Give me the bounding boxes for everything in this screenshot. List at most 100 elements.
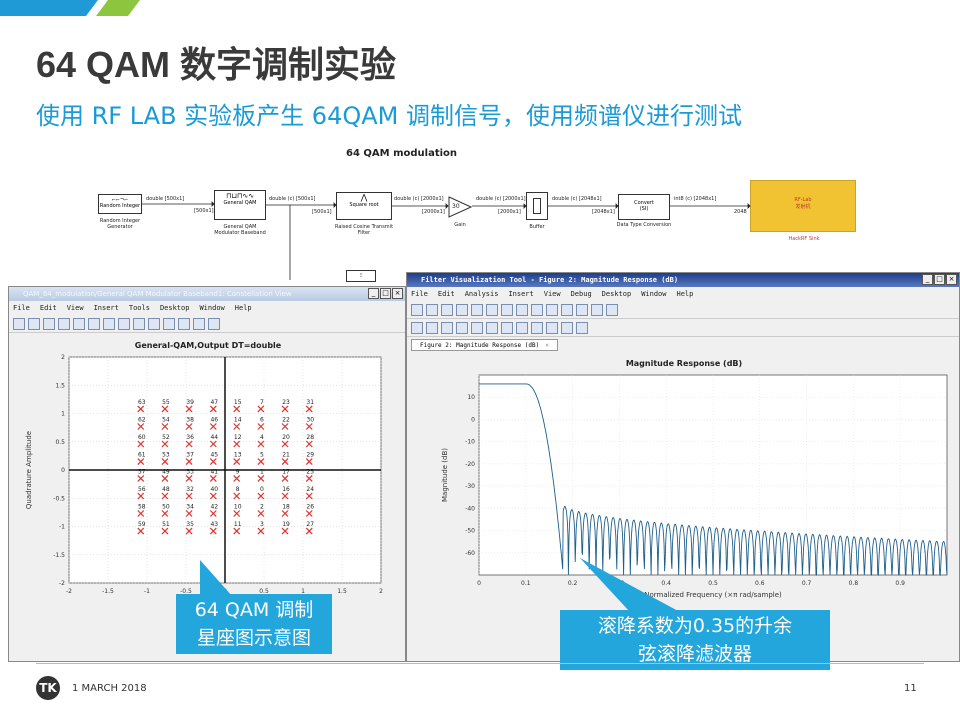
pole-zero-icon[interactable]: [516, 321, 528, 334]
save-icon[interactable]: [43, 317, 55, 330]
menu-tools[interactable]: Tools: [128, 304, 150, 312]
y-tick-label: 0: [471, 416, 475, 423]
gain-block[interactable]: [448, 196, 472, 218]
magnitude-icon[interactable]: [411, 321, 423, 334]
zoom-x-icon[interactable]: [546, 303, 558, 316]
constellation-point-label: 16: [282, 486, 290, 493]
magnitude-estimate-icon[interactable]: [576, 321, 588, 334]
maximize-button[interactable]: □: [380, 288, 391, 299]
filter-toolbar-2: [407, 319, 959, 337]
grid-icon[interactable]: [591, 303, 603, 316]
filter-tab-label: Figure 2: Magnitude Response (dB): [420, 342, 540, 349]
text-icon[interactable]: [486, 303, 498, 316]
y-tick-label: 1.5: [55, 382, 65, 389]
impulse-icon[interactable]: [486, 321, 498, 334]
new-icon[interactable]: [411, 303, 423, 316]
constellation-point-label: 15: [234, 399, 242, 406]
constellation-point-label: 47: [210, 399, 218, 406]
menu-analysis[interactable]: Analysis: [464, 290, 499, 298]
menu-window[interactable]: Window: [641, 290, 667, 298]
pan-icon[interactable]: [118, 317, 130, 330]
constellation-point: [161, 475, 169, 482]
pointer-icon[interactable]: [73, 317, 85, 330]
rectangle-icon[interactable]: [471, 303, 483, 316]
brush-icon[interactable]: [163, 317, 175, 330]
filter-tab[interactable]: Figure 2: Magnitude Response (dB) ×: [411, 339, 558, 351]
y-tick-label: -2: [59, 580, 65, 587]
constellation-point: [281, 510, 289, 517]
menu-window[interactable]: Window: [199, 304, 225, 312]
random-integer-block[interactable]: ⌐⌐¬⌐ Random Integer: [98, 194, 142, 214]
menu-view[interactable]: View: [66, 304, 84, 312]
signal-label-1b: [500x1]: [194, 208, 214, 214]
rotate-icon[interactable]: [133, 317, 145, 330]
zoom-out-icon[interactable]: [103, 317, 115, 330]
info-icon[interactable]: [546, 321, 558, 334]
menu-desktop[interactable]: Desktop: [601, 290, 632, 298]
legend-icon[interactable]: [606, 303, 618, 316]
zoom-y-icon[interactable]: [561, 303, 573, 316]
line-icon[interactable]: [516, 303, 528, 316]
new-icon[interactable]: [13, 317, 25, 330]
full-view-icon[interactable]: [576, 303, 588, 316]
legend-icon[interactable]: [208, 317, 220, 330]
constellation-point: [209, 458, 217, 465]
y-tick-label: 10: [467, 394, 475, 401]
constellation-point-label: 12: [234, 434, 242, 441]
top-accent-bar: [0, 0, 140, 16]
menu-edit[interactable]: Edit: [39, 304, 57, 312]
constellation-point-label: 13: [234, 452, 242, 459]
constellation-point: [233, 423, 241, 430]
menu-edit[interactable]: Edit: [437, 290, 455, 298]
x-tick-label: -1.5: [102, 588, 114, 595]
constellation-point: [233, 510, 241, 517]
print-icon[interactable]: [58, 317, 70, 330]
minimize-button[interactable]: _: [922, 274, 933, 285]
menu-insert[interactable]: Insert: [93, 304, 119, 312]
constellation-point-label: 23: [282, 399, 290, 406]
zoom-in-icon[interactable]: [88, 317, 100, 330]
constellation-point: [137, 423, 145, 430]
close-button[interactable]: ×: [946, 274, 957, 285]
print-preview-icon[interactable]: [441, 303, 453, 316]
minimize-button[interactable]: _: [368, 288, 379, 299]
print-icon[interactable]: [426, 303, 438, 316]
scope-block[interactable]: ⫶⫶: [346, 270, 376, 282]
constellation-point: [281, 440, 289, 448]
close-tab-icon[interactable]: ×: [545, 342, 549, 349]
coefficients-icon[interactable]: [531, 321, 543, 334]
menu-view[interactable]: View: [543, 290, 561, 298]
zoom-in-icon[interactable]: [531, 303, 543, 316]
link-icon[interactable]: [178, 317, 190, 330]
round-off-icon[interactable]: [561, 321, 573, 334]
pointer-icon[interactable]: [456, 303, 468, 316]
constellation-point: [233, 440, 241, 448]
mag-phase-icon[interactable]: [441, 321, 453, 334]
raised-cosine-label: Square root: [349, 202, 379, 208]
convert-block[interactable]: Convert (SI): [618, 194, 670, 220]
phase-delay-icon[interactable]: [471, 321, 483, 334]
menu-desktop[interactable]: Desktop: [159, 304, 190, 312]
menu-debug[interactable]: Debug: [570, 290, 592, 298]
group-delay-icon[interactable]: [456, 321, 468, 334]
page-number: 11: [904, 683, 917, 694]
close-button[interactable]: ×: [392, 288, 403, 299]
menu-file[interactable]: File: [13, 304, 30, 312]
step-icon[interactable]: [501, 321, 513, 334]
general-qam-block[interactable]: ⊓⊔⊓∿∿ General QAM: [214, 190, 266, 220]
raised-cosine-block[interactable]: ⋀ Square root: [336, 192, 392, 220]
menu-insert[interactable]: Insert: [508, 290, 534, 298]
menu-help[interactable]: Help: [676, 290, 694, 298]
hackrf-sink-block[interactable]: RF-Lab 发射机: [750, 180, 856, 232]
arrow-icon[interactable]: [501, 303, 513, 316]
constellation-point: [161, 423, 169, 430]
menu-file[interactable]: File: [411, 290, 428, 298]
y-axis-label: Magnitude (dB): [441, 448, 449, 502]
menu-help[interactable]: Help: [234, 304, 252, 312]
phase-icon[interactable]: [426, 321, 438, 334]
maximize-button[interactable]: □: [934, 274, 945, 285]
y-tick-label: -10: [465, 439, 475, 446]
open-icon[interactable]: [28, 317, 40, 330]
colorbar-icon[interactable]: [193, 317, 205, 330]
data-cursor-icon[interactable]: [148, 317, 160, 330]
